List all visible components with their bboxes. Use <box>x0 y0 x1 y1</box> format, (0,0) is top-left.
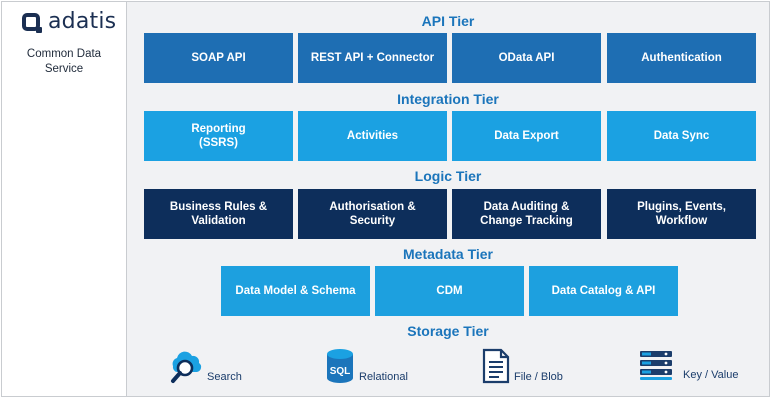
api-tier-title: API Tier <box>421 13 475 29</box>
rest-api-box: REST API + Connector <box>298 33 447 83</box>
storage-tier-title: Storage Tier <box>407 323 489 339</box>
key-value-label: Key / Value <box>683 369 739 381</box>
sidebar: adatis Common Data Service <box>1 1 127 397</box>
storage-relational: SQL Relational <box>325 348 408 384</box>
brand-name: adatis <box>48 9 117 34</box>
plugins-label: Plugins, Events, Workflow <box>637 201 726 227</box>
data-export-box: Data Export <box>452 111 601 161</box>
soap-api-box: SOAP API <box>144 33 293 83</box>
data-sync-box: Data Sync <box>607 111 756 161</box>
sql-database-icon: SQL <box>325 348 355 384</box>
subtitle-line-1: Common Data <box>26 48 102 60</box>
adatis-logo-icon <box>22 13 42 33</box>
business-rules-label: Business Rules & Validation <box>169 201 268 227</box>
data-model-box: Data Model & Schema <box>221 266 370 316</box>
reporting-box: Reporting (SSRS) <box>144 111 293 161</box>
search-label: Search <box>207 371 242 383</box>
adatis-logo: adatis <box>22 11 116 33</box>
data-catalog-box: Data Catalog & API <box>529 266 678 316</box>
logic-tier-title: Logic Tier <box>414 168 482 184</box>
business-rules-box: Business Rules & Validation <box>144 189 293 239</box>
file-blob-label: File / Blob <box>514 371 563 383</box>
plugins-box: Plugins, Events, Workflow <box>607 189 756 239</box>
architecture-diagram: API Tier SOAP API REST API + Connector O… <box>127 1 770 397</box>
storage-key-value: Key / Value <box>639 348 738 382</box>
key-value-icon <box>639 348 673 382</box>
authorisation-box: Authorisation & Security <box>298 189 447 239</box>
activities-box: Activities <box>298 111 447 161</box>
cloud-search-icon <box>169 348 203 384</box>
storage-search: Search <box>169 348 242 384</box>
data-auditing-label: Data Auditing & Change Tracking <box>480 201 573 227</box>
data-auditing-box: Data Auditing & Change Tracking <box>452 189 601 239</box>
sql-icon-text: SQL <box>330 366 351 377</box>
metadata-tier-title: Metadata Tier <box>403 246 493 262</box>
relational-label: Relational <box>359 371 408 383</box>
integration-tier-title: Integration Tier <box>397 91 499 107</box>
storage-file-blob: File / Blob <box>482 348 563 384</box>
authorisation-label: Authorisation & Security <box>329 201 416 227</box>
authentication-box: Authentication <box>607 33 756 83</box>
reporting-label: Reporting (SSRS) <box>191 123 246 149</box>
odata-api-box: OData API <box>452 33 601 83</box>
document-icon <box>482 348 510 384</box>
subtitle-line-2: Service <box>44 63 84 75</box>
cdm-box: CDM <box>375 266 524 316</box>
